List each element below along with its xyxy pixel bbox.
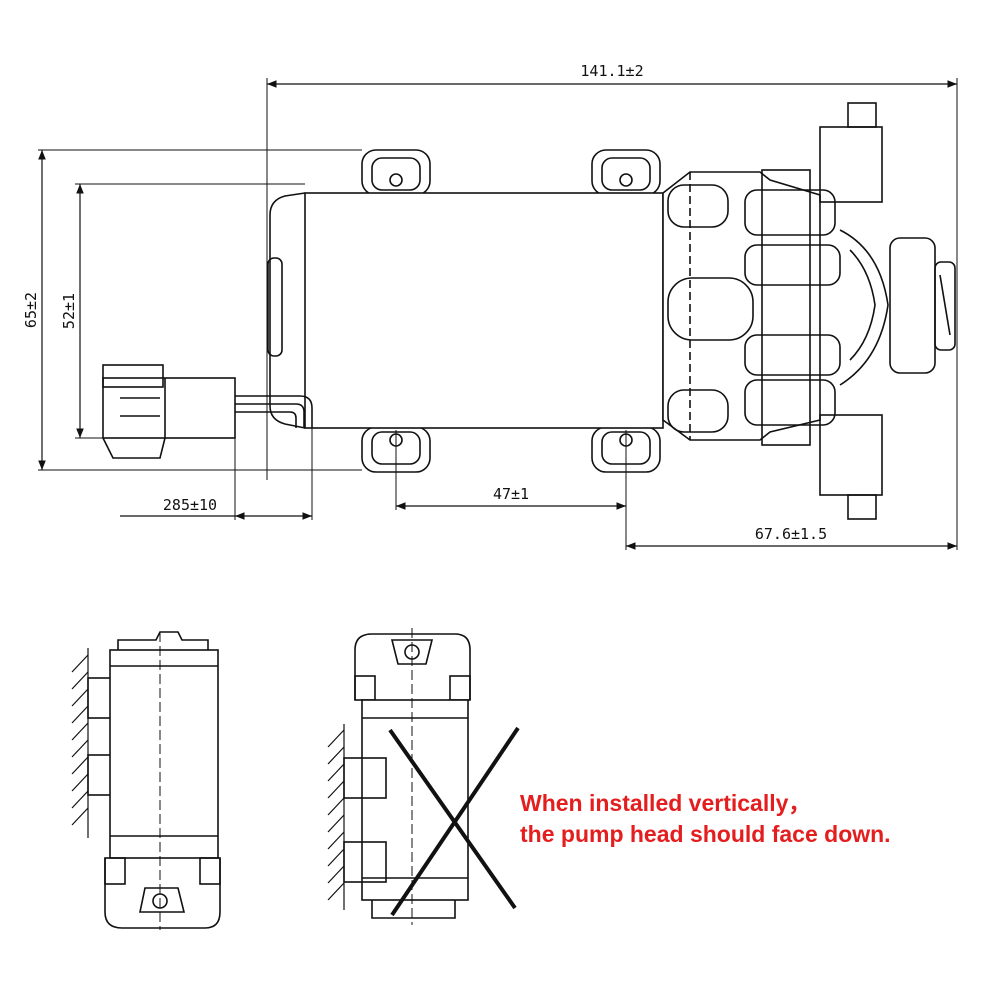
- cross-out-mark: [388, 726, 520, 917]
- mount-height-label: 65±2: [22, 292, 40, 328]
- overall-length-label: 141.1±2: [580, 62, 643, 80]
- mounting-foot: [591, 149, 661, 196]
- head-length-label: 67.6±1.5: [755, 525, 827, 543]
- installation-note-line-2: the pump head should face down.: [520, 821, 891, 847]
- installation-note: When installed vertically， the pump head…: [520, 788, 990, 850]
- connector: [102, 364, 236, 459]
- pump-top-view: [102, 102, 956, 520]
- wall-hatching: [71, 648, 89, 838]
- motor-height-label: 52±1: [60, 293, 78, 329]
- incorrect-mounting-diagram: [327, 628, 520, 925]
- lead-wire: [235, 395, 313, 428]
- hole-spacing-label: 47±1: [493, 485, 529, 503]
- mounting-foot: [361, 149, 431, 196]
- correct-mounting-diagram: [71, 631, 221, 930]
- dimension-lines: [38, 80, 957, 550]
- motor-body: [267, 192, 664, 429]
- lead-length-label: 285±10: [163, 496, 217, 514]
- installation-note-line-1: When installed vertically，: [520, 790, 812, 816]
- pump-head: [662, 102, 956, 520]
- extension-lines: [38, 78, 958, 550]
- wall-hatching: [327, 724, 345, 910]
